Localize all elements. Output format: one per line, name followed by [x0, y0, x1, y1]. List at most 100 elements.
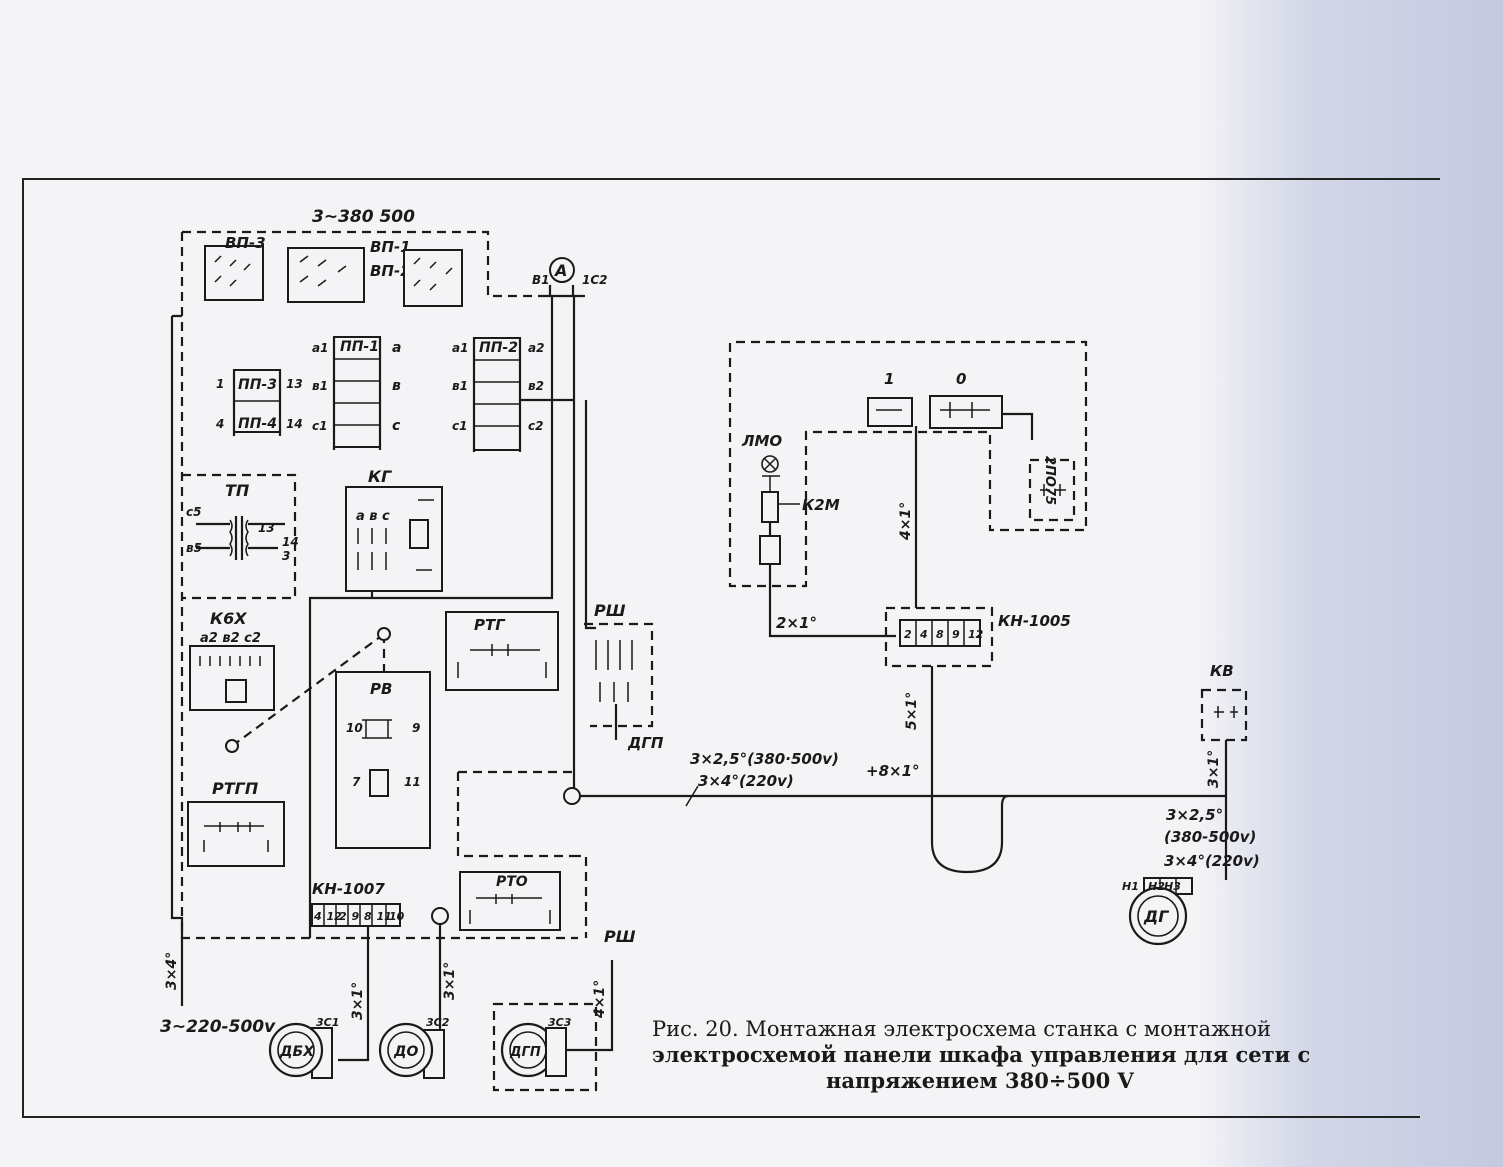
- frame-top: [22, 178, 1440, 180]
- pp2-term-a1: а1: [452, 341, 468, 355]
- limit-switch-kv: КВ 3×1°: [1200, 662, 1248, 880]
- tp-term-3: 3: [282, 549, 290, 563]
- pp3-term-13: 13: [286, 377, 303, 391]
- supply-header-label: 3~380 500: [312, 207, 415, 227]
- pp2-term-c2: с2: [528, 419, 543, 433]
- cable-4x1-b-label: 4×1°: [592, 980, 608, 1019]
- rtgp-label: РТГП: [212, 779, 259, 798]
- ammeter-label: A: [553, 261, 567, 280]
- pushbutton-2po75: 2ПО75: [1028, 456, 1076, 522]
- cable-3x1-kv-label: 3×1°: [1206, 750, 1222, 788]
- tp-label: ТП: [225, 481, 250, 500]
- rv-term-7: 7: [352, 775, 361, 789]
- frame-left: [22, 178, 24, 1118]
- rto-label: РТО: [496, 874, 528, 890]
- cable-4x1-label: 4×1°: [898, 502, 914, 541]
- kn1005-loop: [930, 666, 1009, 874]
- cable-2x1-label: 2×1°: [776, 614, 817, 632]
- do-term-c2: 3С2: [426, 1016, 450, 1029]
- pp1-term-a1: а1: [312, 341, 328, 355]
- dg-term-h1: Н1: [1122, 880, 1139, 893]
- bleed-through-shadow: [1195, 0, 1503, 1167]
- cable-main-a-label: 3×2,5°(380·500v): [690, 750, 839, 768]
- cable-3x1-b-label: 3×1°: [442, 962, 458, 1000]
- rtg-label: РТГ: [474, 616, 506, 634]
- fuse-pp3-pp4: ПП-3 ПП-4 1 13 4 14: [215, 369, 303, 436]
- contactor-k6x: К6Х а2 в2 с2: [189, 609, 275, 711]
- kn1005-cell-8: 8: [936, 628, 944, 641]
- dgp-plug-label: ДГП: [627, 734, 664, 752]
- tp-term-13: 13: [258, 521, 275, 535]
- pp1-label: ПП-1: [340, 339, 379, 355]
- ammeter: A В1 1С2: [308, 257, 608, 938]
- pp1-term-c: с: [392, 418, 401, 434]
- fuse-pp2: ПП-2 а1 а2 в1 в2 с1 с2: [452, 337, 574, 452]
- k2m-label: К2М: [802, 496, 840, 514]
- relay-rtgp: РТГП: [187, 779, 285, 867]
- figure-caption: Рис. 20. Монтажная электросхема станка с…: [652, 1017, 1310, 1093]
- kn1007-cell-10: 10: [389, 910, 405, 923]
- pp1-term-c1: с1: [312, 419, 327, 433]
- dg-term-h3: Н3: [1164, 880, 1181, 893]
- do-label: ДО: [393, 1044, 418, 1060]
- transformer-tp: ТП с5 в5 13 14 3: [186, 481, 299, 563]
- lower-dashed-box: [456, 770, 588, 938]
- caption-line-1: Рис. 20. Монтажная электросхема станка с…: [652, 1017, 1271, 1041]
- cable-gland-node: [431, 907, 449, 925]
- vp2-label: ВП-2: [370, 262, 411, 280]
- pp2-term-b1: в1: [452, 379, 468, 393]
- kn1007-label: КН-1007: [312, 880, 385, 898]
- kn1005-label: КН-1005: [998, 612, 1071, 630]
- cable-5x1-label: 5×1°: [904, 692, 920, 730]
- pp4-term-4: 4: [215, 417, 224, 431]
- cable-3x4-left-label: 3×4°: [164, 952, 180, 990]
- tp-term-b5: в5: [186, 541, 202, 555]
- kn1005-cell-9: 9: [952, 628, 960, 641]
- psh-top-label: РШ: [594, 601, 626, 620]
- dg-cable-a-label: 3×2,5°: [1166, 806, 1223, 824]
- tp-term-14: 14: [282, 535, 299, 549]
- k6x-terms: а2 в2 с2: [200, 631, 261, 646]
- switch-1-label: 1: [884, 370, 894, 388]
- cable-main-b-label: 3×4°(220v): [698, 772, 794, 790]
- pp1-term-b1: в1: [312, 379, 328, 393]
- supply-left-label: 3~220-500v: [160, 1017, 276, 1037]
- kn1007-cell-4: 4: [313, 910, 322, 923]
- relay-rtg: РТГ: [445, 611, 559, 691]
- pp1-term-a: а: [392, 340, 401, 356]
- rv-label: РВ: [370, 680, 392, 698]
- rv-contact-node: [377, 627, 391, 641]
- vp1-label: ВП-1: [370, 238, 411, 256]
- vp3-label: ВП-3: [225, 234, 266, 252]
- motor-dgp: ДГП РШ 4×1° 3С3: [492, 927, 636, 1092]
- dg-term-h2: Н2: [1148, 880, 1165, 893]
- relay-rv: РВ 10 9 7 11: [335, 671, 431, 849]
- relay-rto: РТО: [459, 871, 561, 931]
- lamp-lmo: ЛМО К2М 2×1°: [741, 432, 896, 638]
- psh-bottom-label: РШ: [604, 927, 636, 946]
- caption-line-3: напряжением 380÷500 V: [826, 1068, 1135, 1093]
- caption-line-2: электросхемой панели шкафа управления дл…: [652, 1042, 1310, 1067]
- rv-term-11: 11: [404, 775, 421, 789]
- k6x-contact-node: [225, 739, 239, 753]
- switch-0-label: 0: [956, 370, 966, 388]
- contactor-kg: КГ а в с: [345, 467, 443, 598]
- tp-term-c5: с5: [186, 505, 201, 519]
- dgp-term-c3: 3С3: [548, 1016, 572, 1029]
- machine-panel-outline: [728, 340, 1088, 588]
- kn1007-cell-11: 11: [377, 910, 392, 923]
- kn1007-cell-12: 12: [327, 910, 343, 923]
- cable-tick: [685, 785, 699, 807]
- kn1007-cell-9: 9: [352, 910, 360, 923]
- pp2-label: ПП-2: [479, 340, 518, 356]
- dg-label: ДГ: [1143, 907, 1169, 926]
- rv-term-9: 9: [412, 721, 420, 735]
- plug-psh-top: РШ ДГП: [584, 400, 664, 752]
- ammeter-term-left: В1: [532, 273, 550, 287]
- kv-label: КВ: [1210, 662, 1234, 680]
- ammeter-term-right: 1С2: [582, 273, 608, 287]
- kg-label: КГ: [368, 467, 392, 486]
